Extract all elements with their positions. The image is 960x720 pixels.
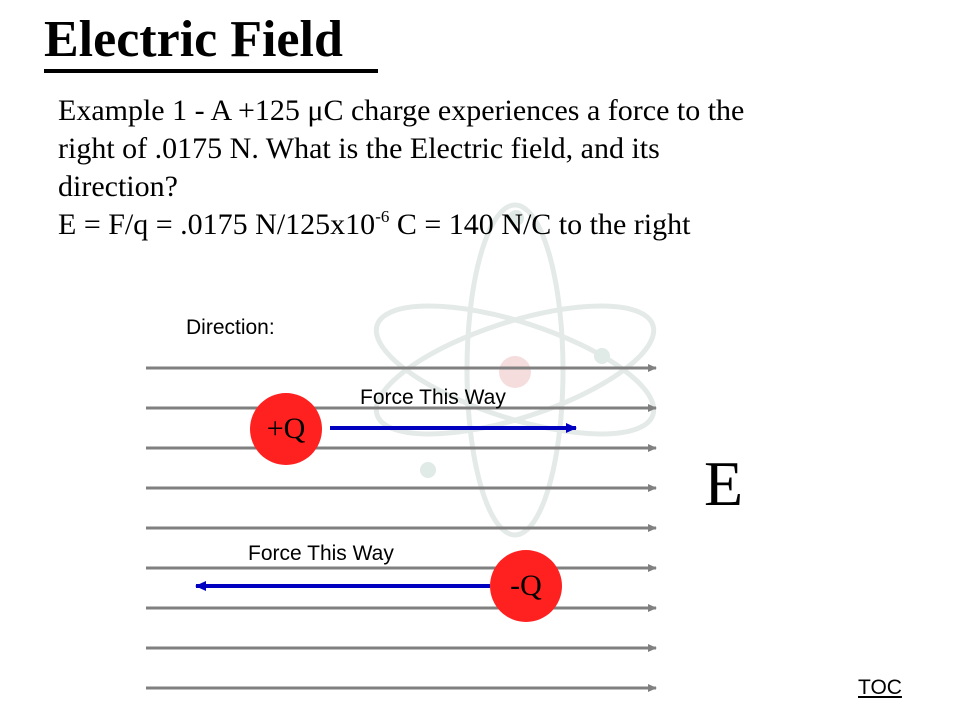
- equation-exponent: -6: [375, 207, 390, 226]
- negative-charge: -Q: [490, 550, 562, 622]
- equation-line: E = F/q = .0175 N/125x10-6 C = 140 N/C t…: [58, 206, 928, 244]
- equation-suffix: C = 140 N/C to the right: [389, 208, 691, 241]
- example-line-1: Example 1 - A +125 μC charge experiences…: [58, 94, 745, 127]
- electric-field-label: E: [704, 448, 744, 519]
- example-text: Example 1 - A +125 μC charge experiences…: [58, 92, 928, 244]
- field-lines: [146, 364, 657, 692]
- positive-charge: +Q: [250, 393, 322, 465]
- positive-force-label: Force This Way: [360, 386, 506, 409]
- equation-prefix: E = F/q = .0175 N/125x10: [58, 208, 376, 241]
- negative-charge-label: -Q: [510, 569, 542, 602]
- page-title: Electric Field: [44, 11, 343, 68]
- direction-label: Direction:: [186, 316, 275, 339]
- example-line-2: right of .0175 N. What is the Electric f…: [58, 132, 660, 165]
- negative-force-label: Force This Way: [248, 542, 394, 565]
- example-line-3: direction?: [58, 170, 178, 203]
- positive-charge-label: +Q: [266, 412, 306, 445]
- title-underline: [44, 69, 378, 73]
- toc-link[interactable]: TOC: [858, 676, 902, 699]
